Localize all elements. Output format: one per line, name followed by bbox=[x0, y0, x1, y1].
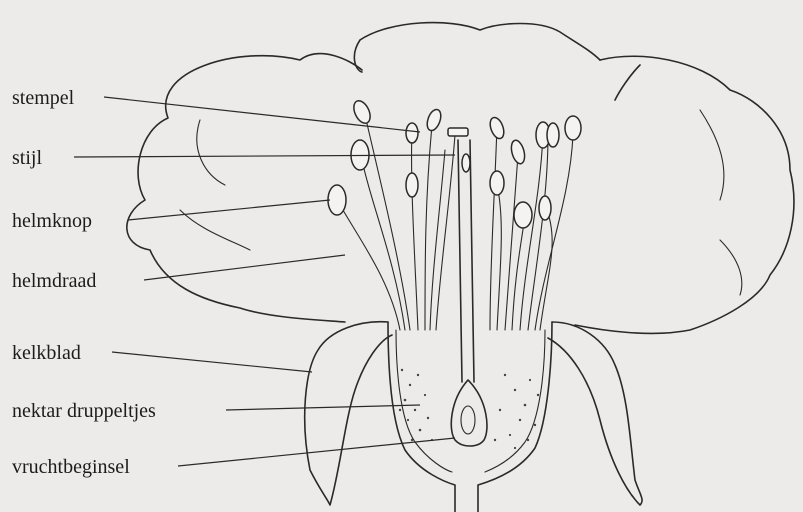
label-nektar-druppeltjes: nektar druppeltjes bbox=[12, 401, 156, 421]
anthers bbox=[328, 98, 581, 228]
receptacle-inner bbox=[396, 330, 545, 472]
ovule bbox=[461, 406, 475, 434]
petal-top bbox=[354, 23, 600, 72]
receptacle-outline bbox=[388, 322, 552, 512]
sepal-left bbox=[305, 322, 392, 505]
label-stijl: stijl bbox=[12, 148, 42, 168]
label-helmknop: helmknop bbox=[12, 211, 92, 231]
petal-inner-right bbox=[700, 110, 742, 295]
label-vruchtbeginsel: vruchtbeginsel bbox=[12, 457, 130, 477]
ovary bbox=[451, 380, 487, 446]
petal-left bbox=[127, 54, 362, 322]
filaments bbox=[340, 115, 573, 330]
petal-inner-left bbox=[180, 120, 250, 250]
label-stempel: stempel bbox=[12, 88, 74, 108]
style bbox=[458, 140, 474, 382]
petal-right bbox=[575, 56, 794, 333]
label-kelkblad: kelkblad bbox=[12, 343, 81, 363]
stigma bbox=[448, 128, 468, 136]
label-helmdraad: helmdraad bbox=[12, 271, 96, 291]
sepal-right bbox=[548, 322, 642, 505]
